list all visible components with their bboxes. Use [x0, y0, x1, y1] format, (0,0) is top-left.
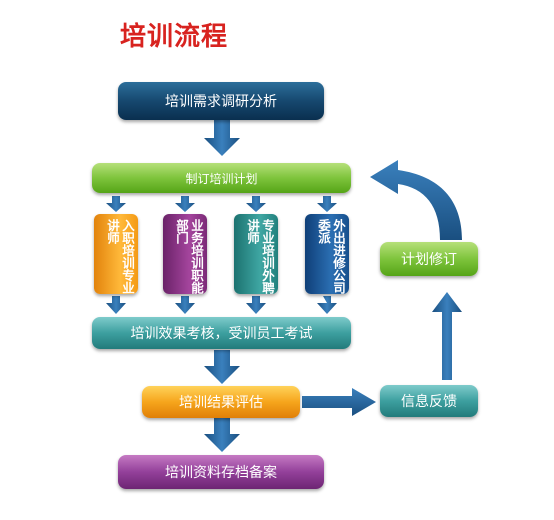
trainer-column-business: 业务培训职能部门 — [163, 214, 207, 294]
arrow-curved-up-left — [370, 160, 462, 240]
arrow-down — [175, 196, 195, 212]
page-title: 培训流程 — [120, 22, 229, 52]
step-assessment-label: 培训效果考核，受训员工考试 — [130, 326, 313, 342]
arrow-down — [317, 196, 337, 212]
arrow-down — [317, 296, 337, 314]
step-feedback-label: 信息反馈 — [401, 394, 457, 410]
arrow-down — [246, 196, 266, 212]
step-plan-revision-label: 计划修订 — [401, 252, 457, 268]
step-archive: 培训资料存档备案 — [118, 455, 324, 489]
arrow-up — [432, 292, 462, 380]
step-feedback: 信息反馈 — [380, 385, 478, 417]
arrow-down — [204, 418, 240, 452]
step-needs-analysis: 培训需求调研分析 — [118, 82, 324, 120]
trainer-column-label: 专业培训外聘讲师 — [245, 219, 275, 294]
arrow-down — [246, 296, 266, 314]
step-plan-label: 制订培训计划 — [185, 171, 258, 186]
trainer-column-external: 专业培训外聘讲师 — [234, 214, 278, 294]
step-evaluation-label: 培训结果评估 — [179, 395, 263, 411]
arrow-down — [204, 350, 240, 384]
trainer-column-onboarding: 入职培训专业讲师 — [94, 214, 138, 294]
trainer-column-label: 入职培训专业讲师 — [105, 219, 135, 294]
step-needs-analysis-label: 培训需求调研分析 — [165, 94, 277, 110]
arrow-down — [175, 296, 195, 314]
step-plan-revision: 计划修订 — [380, 242, 478, 276]
step-evaluation: 培训结果评估 — [142, 386, 300, 418]
trainer-column-label: 外出进修公司委派 — [316, 219, 346, 294]
arrow-right — [302, 388, 376, 416]
arrow-down — [204, 120, 240, 156]
arrow-down — [106, 296, 126, 314]
trainer-column-label: 业务培训职能部门 — [174, 219, 204, 294]
step-archive-label: 培训资料存档备案 — [165, 465, 277, 481]
arrow-down — [106, 196, 126, 212]
trainer-column-company: 外出进修公司委派 — [305, 214, 349, 294]
step-plan: 制订培训计划 — [92, 163, 351, 193]
step-assessment: 培训效果考核，受训员工考试 — [92, 317, 351, 349]
